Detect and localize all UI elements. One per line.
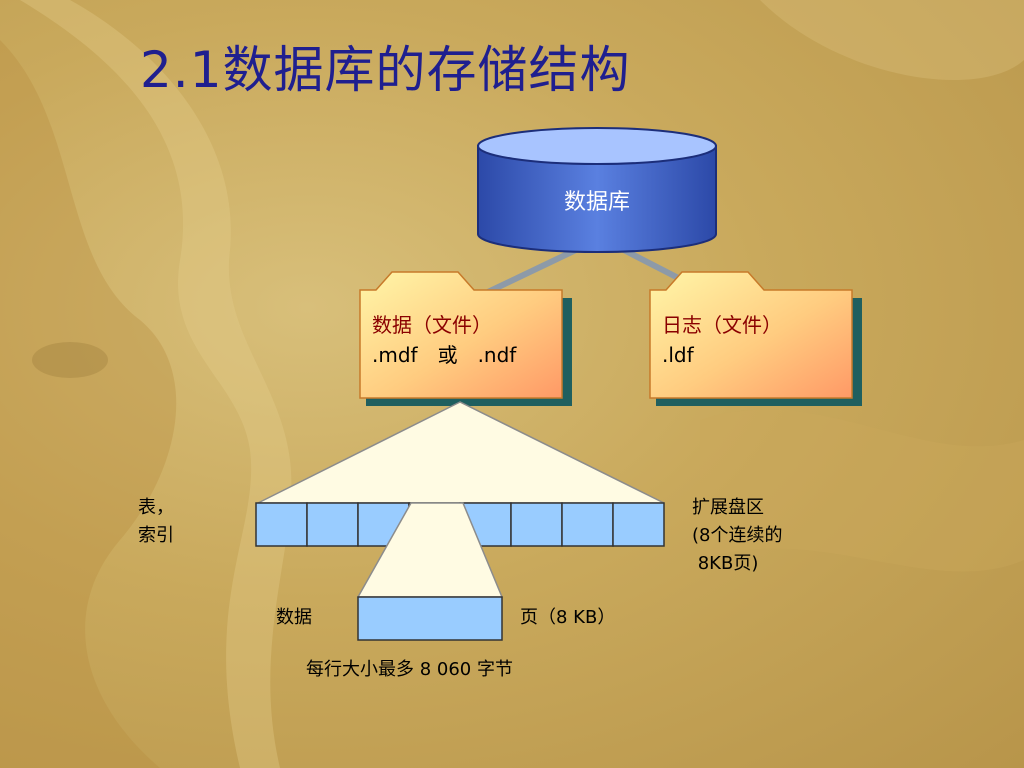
db-to-data-connector bbox=[486, 245, 582, 295]
log-file-folder-icon bbox=[649, 271, 862, 406]
slide-title: 2.1数据库的存储结构 bbox=[140, 41, 631, 99]
extent-page-7 bbox=[561, 502, 614, 547]
data-file-extension: .mdf 或 .ndf bbox=[372, 343, 517, 367]
extent-page-8 bbox=[612, 502, 665, 547]
extent-page-2 bbox=[306, 502, 359, 547]
extent-label: 扩展盘区 (8个连续的 8KB页) bbox=[692, 497, 783, 574]
row-size-note: 每行大小最多 8 060 字节 bbox=[306, 659, 513, 680]
data-file-title: 数据（文件） bbox=[372, 313, 492, 337]
data-page-box bbox=[357, 596, 503, 641]
extent-page-1 bbox=[255, 502, 308, 547]
data-file-label: 数据（文件） .mdf 或 .ndf bbox=[372, 310, 516, 370]
log-file-label: 日志（文件） .ldf bbox=[662, 310, 782, 370]
data-file-folder-icon bbox=[359, 271, 572, 406]
extent-page-6 bbox=[510, 502, 563, 547]
database-label: 数据库 bbox=[563, 190, 630, 215]
file-expansion-triangle bbox=[257, 401, 665, 504]
log-file-extension: .ldf bbox=[662, 343, 694, 367]
page-data-label: 数据 bbox=[276, 607, 312, 628]
tables-indexes-label: 表， 索引 bbox=[138, 497, 174, 546]
page-size-label: 页（8 KB） bbox=[520, 607, 616, 628]
log-file-title: 日志（文件） bbox=[662, 313, 782, 337]
database-cylinder-icon bbox=[477, 127, 717, 253]
